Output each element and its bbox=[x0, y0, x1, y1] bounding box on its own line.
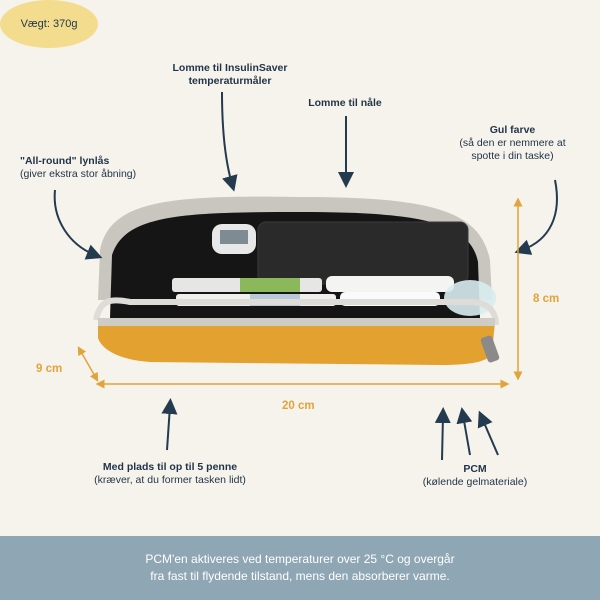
arrow-pcm-3 bbox=[477, 410, 499, 456]
zip-title: "All-round" lynlås bbox=[20, 155, 110, 167]
arrow-pcm-2 bbox=[456, 407, 473, 456]
arrow-pcm-1 bbox=[434, 407, 451, 461]
label-zipper: "All-round" lynlås (giver ekstra stor åb… bbox=[20, 155, 180, 181]
pens-title: Med plads til op til 5 penne bbox=[102, 461, 238, 473]
label-yellow-color: Gul farve (så den er nemmere at spotte i… bbox=[440, 124, 585, 163]
pcm-sub: (kølende gelmateriale) bbox=[422, 476, 528, 488]
arrow-color bbox=[514, 179, 558, 255]
dim-depth: 9 cm bbox=[36, 363, 63, 375]
arrow-zipper bbox=[53, 189, 103, 260]
color-sub-1: (så den er nemmere at bbox=[459, 137, 566, 149]
case-base bbox=[98, 322, 495, 365]
footer-banner: PCM'en aktiveres ved temperaturer over 2… bbox=[0, 536, 600, 600]
thermo-line-2: temperaturmåler bbox=[188, 75, 272, 87]
pen-3 bbox=[326, 276, 454, 292]
footer-line-2: fra fast til flydende tilstand, mens den… bbox=[150, 569, 450, 583]
dim-line-depth bbox=[77, 346, 99, 382]
label-pcm: PCM (kølende gelmateriale) bbox=[410, 463, 540, 489]
mesh-pocket bbox=[257, 221, 469, 285]
dim-height: 8 cm bbox=[533, 293, 560, 305]
label-needle-pocket: Lomme til nåle bbox=[290, 97, 400, 110]
footer-line-1: PCM'en aktiveres ved temperaturer over 2… bbox=[145, 552, 455, 566]
arrow-pens bbox=[161, 398, 178, 451]
zip-sub: (giver ekstra stor åbning) bbox=[20, 168, 137, 180]
zipper-pull bbox=[480, 335, 500, 363]
pens-sub: (kræver, at du former tasken lidt) bbox=[94, 474, 246, 486]
color-sub-2: spotte i din taske) bbox=[471, 150, 554, 162]
label-thermometer-pocket: Lomme til InsulinSaver temperaturmåler bbox=[140, 62, 320, 88]
arrow-thermometer bbox=[221, 91, 238, 192]
pcm-title: PCM bbox=[463, 463, 487, 475]
label-pens: Med plads til op til 5 penne (kræver, at… bbox=[70, 461, 270, 487]
dim-width: 20 cm bbox=[282, 400, 315, 412]
color-title: Gul farve bbox=[489, 124, 536, 136]
weight-text: Vægt: 370g bbox=[20, 18, 78, 30]
thermo-line-1: Lomme til InsulinSaver bbox=[172, 62, 288, 74]
needle-text: Lomme til nåle bbox=[308, 97, 382, 109]
weight-badge: Vægt: 370g bbox=[0, 0, 98, 48]
